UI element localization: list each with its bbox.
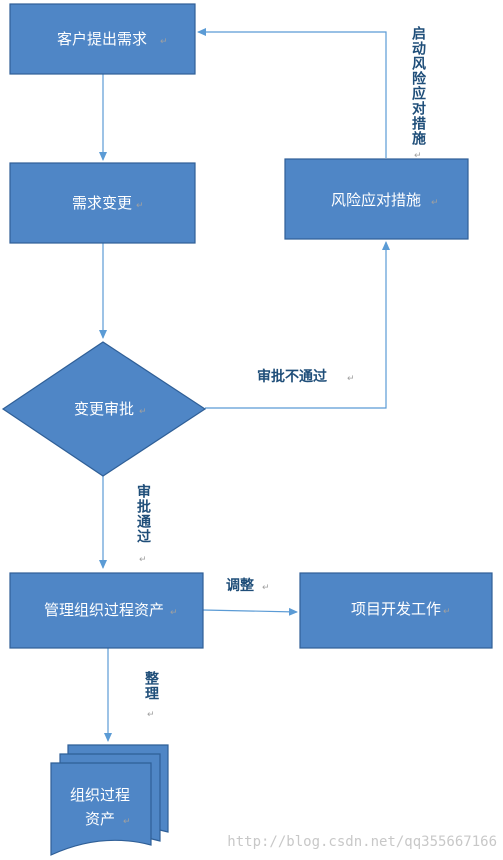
label-approved: 审批通过 [135, 483, 151, 544]
node-org-assets: 组织过程 资产 ↵ [50, 744, 169, 856]
edge-manage-to-dev [202, 607, 298, 616]
node-requirement-change [9, 162, 196, 244]
edges [99, 28, 390, 742]
paragraph-mark: ↵ [414, 151, 422, 161]
paragraph-mark: ↵ [170, 608, 178, 618]
paragraph-mark: ↵ [123, 817, 131, 827]
node-customer-request [9, 3, 196, 75]
watermark: http://blog.csdn.net/qq355667166 [227, 834, 497, 850]
node-org-assets-label-line2: 资产 [85, 810, 115, 828]
label-rejected: 审批不通过 [257, 368, 327, 385]
paragraph-mark: ↵ [160, 37, 168, 47]
label-response: 启动风险应对措施 [410, 25, 426, 146]
paragraph-mark: ↵ [147, 710, 155, 720]
paragraph-mark: ↵ [431, 198, 439, 208]
node-manage-assets-label: 管理组织过程资产 [44, 601, 164, 619]
node-project-dev-label: 项目开发工作 [351, 600, 441, 618]
node-change-approval-label: 变更审批 [74, 400, 134, 418]
node-manage-assets [9, 572, 204, 649]
node-requirement-change-label: 需求变更 [72, 194, 132, 212]
edge-risk-to-request [197, 28, 387, 158]
node-project-dev [299, 572, 493, 649]
node-customer-request-label: 客户提出需求 [57, 30, 147, 48]
label-organize: 整理 [143, 670, 160, 701]
paragraph-mark: ↵ [443, 607, 451, 617]
paragraph-mark: ↵ [262, 583, 270, 593]
node-org-assets-label-line1: 组织过程 [70, 786, 130, 804]
edge-approval-to-risk [205, 241, 390, 409]
edge-labels: 审批不通过 ↵ 审批通过 ↵ 调整 ↵ 整理 ↵ 启动风险应对措施 ↵ [135, 25, 426, 720]
label-adjust: 调整 [226, 577, 255, 594]
paragraph-mark: ↵ [139, 407, 147, 417]
node-change-approval [1, 341, 207, 477]
nodes: 客户提出需求 ↵ 需求变更 ↵ 变更审批 ↵ 风险应对措施 ↵ 管理组织过程资产… [1, 3, 493, 856]
paragraph-mark: ↵ [347, 374, 355, 384]
document-sheet-front [50, 762, 152, 856]
node-risk-response-label: 风险应对措施 [331, 191, 421, 209]
paragraph-mark: ↵ [136, 201, 144, 211]
node-risk-response [284, 158, 469, 240]
paragraph-mark: ↵ [139, 555, 147, 565]
